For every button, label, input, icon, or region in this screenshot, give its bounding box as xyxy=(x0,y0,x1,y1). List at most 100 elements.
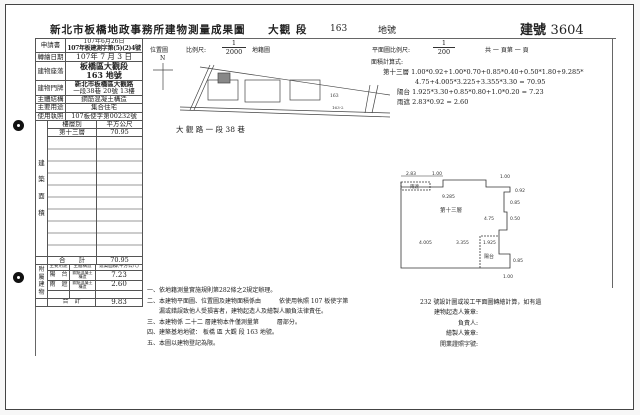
formula-line: 第十三層 1.00*0.92+1.00*0.70+0.85*0.40+0.50*… xyxy=(383,67,584,77)
signatures: 建物起造人簽章: 負責人: 繪製人簽章: 開業證照字號: xyxy=(406,308,478,350)
location-1: 板橋區大觀段 xyxy=(80,61,128,72)
use-cell: 陽 台 xyxy=(47,270,70,281)
side-char: 物 xyxy=(38,289,45,297)
side-char: 附 xyxy=(38,265,45,273)
location-map-drawing: 163 163-2 xyxy=(153,63,390,118)
dim-label: 0.50 xyxy=(510,216,520,222)
info-value: 鋼筋混凝土構造 xyxy=(65,95,143,105)
col-header: 樓層別 xyxy=(47,119,97,129)
side-char: 屬 xyxy=(38,273,45,281)
dim-label: 9.285 xyxy=(442,194,455,200)
note-line: 四、建築基地地號： 板橋 區 大觀 段 163 地號。 xyxy=(147,329,278,336)
area-cell: 7.23 xyxy=(95,270,143,281)
address-2: 一段38巷 20號 13樓 xyxy=(73,87,135,96)
apply-date: 107年6月26日 xyxy=(83,38,125,45)
formula-floor: 第十三層 xyxy=(383,68,409,76)
formula-line: 陽台 1.925*3.30+0.85*0.80+1.0*0.20 = 7.23 xyxy=(383,87,584,97)
formula-floor: 陽台 xyxy=(397,88,410,96)
builder-signature: 建物起造人簽章: xyxy=(433,309,478,316)
side-char: 建 xyxy=(38,281,45,289)
dim-label: 1.00 xyxy=(432,171,442,177)
note-line: 五、本圖以建物登記為限。 xyxy=(147,339,220,347)
notes: 一、依地籍測量實施規則第282條之2規定辦理。 二、本建物平面圖、位置圖及建物面… xyxy=(147,286,348,349)
dim-label: 0.85 xyxy=(513,258,523,264)
side-char: 築 xyxy=(38,175,45,184)
note-line: 漏或錯誤致他人受損害者，建物起造人及繪製人願負法律責任。 xyxy=(147,308,328,315)
note-line: 一、依地籍測量實施規則第282條之2規定辦理。 xyxy=(147,287,277,294)
dim-label: 3.355 xyxy=(456,240,469,246)
struct-cell: 鋼筋混凝土構造 xyxy=(69,279,96,291)
note-line: 二、本建物平面圖、位置圖及建物面積係由 依使用執照 107 板使字第 xyxy=(147,297,349,305)
formula-line: 4.75+4.005*3.225+3.355*3.30 = 70.95 xyxy=(415,78,546,86)
side-char: 建 xyxy=(38,158,45,167)
frame-right xyxy=(612,38,613,288)
scale-num: 1 xyxy=(231,39,237,47)
owner-signature: 負責人: xyxy=(457,319,478,327)
dim-label: 1.925 xyxy=(483,240,496,246)
punch-hole-icon xyxy=(13,120,24,131)
document-title: 新北市板橋地政事務所建物測量成果圖 大觀 段 xyxy=(50,22,307,37)
formula-text: 1.00*0.92+1.00*0.70+0.85*0.40+0.50*1.80+… xyxy=(411,68,584,76)
formula-block: 第十三層 1.00*0.92+1.00*0.70+0.85*0.40+0.50*… xyxy=(383,67,584,107)
map-scale-label: 比例尺: xyxy=(186,47,207,54)
area-cell: 2.60 xyxy=(95,279,143,291)
location-map-label: 位置圖 xyxy=(150,47,169,54)
annex-side-label: 附屬建物 xyxy=(35,264,48,299)
plan-scale-label: 平面圖比例尺: xyxy=(372,47,411,54)
side-char: 積 xyxy=(38,209,45,218)
north-label: N xyxy=(160,55,166,62)
formula-text: 2.83*0.92 = 2.60 xyxy=(412,98,469,106)
col-header: 平方公尺 xyxy=(96,119,143,129)
total-label: 合 計 xyxy=(47,297,96,308)
license-number: 開業證照字號: xyxy=(439,340,478,348)
apply-no: 107年板建測字第(5)(2)4號 xyxy=(67,44,141,52)
area-cell: 70.95 xyxy=(96,127,143,138)
info-value: 新北市板橋區大觀路一段38巷 20號 13樓 xyxy=(65,80,143,97)
formula-floor: 雨遮 xyxy=(397,98,410,106)
scale-den: 200 xyxy=(433,47,455,56)
floor-cell: 第十三層 xyxy=(47,127,97,138)
blank-rows xyxy=(47,136,97,258)
title-text: 新北市板橋地政事務所建物測量成果圖 xyxy=(50,24,246,36)
drafter-signature: 繪製人簽章: xyxy=(445,330,478,337)
lot-label: 163-2 xyxy=(332,105,344,110)
dim-label: 0.92 xyxy=(515,188,525,194)
total-value: 70.95 xyxy=(96,256,143,266)
use-cell: 雨 遮 xyxy=(47,279,70,291)
col-header: 建築面積(平方公尺) xyxy=(95,264,143,272)
dim-label: 2.83 xyxy=(406,171,416,177)
scale-num: 1 xyxy=(441,39,447,47)
info-label: 主要用途 xyxy=(35,103,66,113)
road-label: 大 觀 路 一 段 38 巷 xyxy=(176,125,245,134)
info-value: 集合住宅 xyxy=(65,103,143,113)
dim-label: 0.85 xyxy=(510,200,520,206)
dim-label: 1.00 xyxy=(503,274,513,280)
location-2: 163 地號 xyxy=(86,70,122,81)
blank-rows xyxy=(96,136,143,258)
lot-number: 163 xyxy=(330,24,348,34)
cadastral-label: 地籍圖 xyxy=(252,47,271,54)
floor-plan: 2.83 1.00 9.285 1.00 0.92 0.85 0.50 4.75… xyxy=(400,171,525,280)
scale-den: 2000 xyxy=(222,47,246,56)
dim-label: 1.00 xyxy=(500,174,510,180)
info-label: 主體結構 xyxy=(35,95,66,105)
formula-label: 面積計算式: xyxy=(371,59,404,66)
info-label: 申請書 xyxy=(35,37,66,54)
struct-cell: 鋼筋混凝土構造 xyxy=(69,270,96,281)
lot-suffix: 地號 xyxy=(378,26,397,36)
info-label: 轉繪日期 xyxy=(35,52,66,63)
formula-text: 1.925*3.30+0.85*0.80+1.0*0.20 = 7.23 xyxy=(412,88,544,96)
total-value: 9.83 xyxy=(95,297,143,308)
formula-line: 雨遮 2.83*0.92 = 2.60 xyxy=(383,97,584,107)
area-side-label: 建築面積 xyxy=(35,119,48,258)
canopy-label: 雨遮 xyxy=(410,183,419,190)
lot-label: 163 xyxy=(330,93,339,99)
building-number: 建號 3604 xyxy=(520,19,584,38)
